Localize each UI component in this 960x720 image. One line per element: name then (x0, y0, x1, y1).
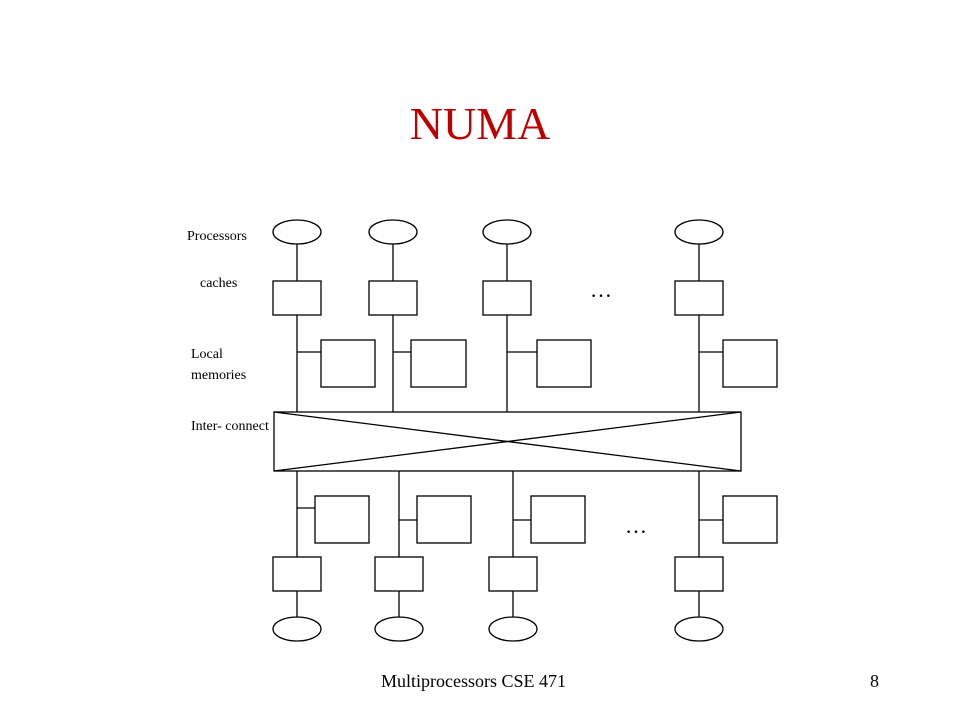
processor (674, 219, 724, 245)
local-memory (410, 339, 467, 388)
local-memories-label: Local memories (191, 347, 247, 383)
local-memory (536, 339, 592, 388)
cache (674, 556, 724, 592)
bottom-node (272, 471, 370, 642)
cache (488, 556, 538, 592)
processor (374, 616, 424, 642)
bottom-node (674, 471, 778, 642)
caches-label: caches (200, 276, 238, 291)
local-memory (416, 495, 472, 544)
top-node (674, 219, 778, 412)
bottom-ellipsis: … (625, 513, 647, 538)
slide-title: NUMA (409, 98, 551, 149)
top-node (482, 219, 592, 412)
cache (368, 280, 418, 316)
cache (374, 556, 424, 592)
processor (482, 219, 532, 245)
processor (272, 219, 322, 245)
processors-label: Processors (187, 229, 247, 244)
footer-course: Multiprocessors CSE 471 (381, 671, 567, 691)
cache (272, 280, 322, 316)
cache (674, 280, 724, 316)
top-ellipsis: … (590, 277, 612, 302)
local-memory (314, 495, 370, 544)
interconnect-cross-line (273, 411, 742, 472)
interconnect-label: Inter- connect (191, 419, 269, 434)
bottom-node (488, 471, 586, 642)
local-memory (722, 495, 778, 544)
top-node (368, 219, 467, 412)
footer-page-number: 8 (870, 671, 879, 691)
top-node (272, 219, 376, 412)
bottom-node (374, 471, 472, 642)
processor (674, 616, 724, 642)
processor (368, 219, 418, 245)
local-memory (530, 495, 586, 544)
processor (272, 616, 322, 642)
cache (272, 556, 322, 592)
cache (482, 280, 532, 316)
processor (488, 616, 538, 642)
local-memory (320, 339, 376, 388)
local-memory (722, 339, 778, 388)
